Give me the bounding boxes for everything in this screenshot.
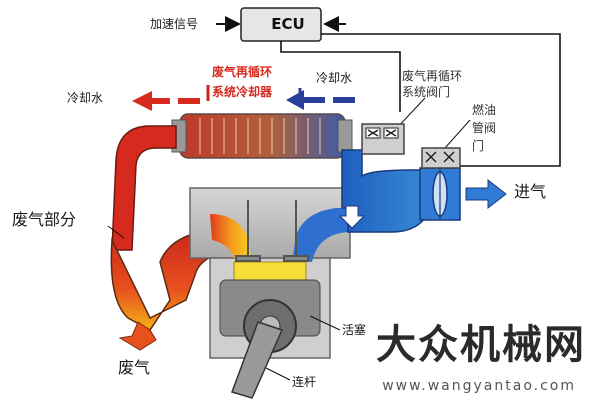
exhaust-port <box>210 214 252 262</box>
egr-hot-pipe <box>111 125 177 251</box>
throttle-wire <box>321 33 561 167</box>
exhaust-label: 废气 <box>118 358 151 377</box>
accel-signal-label: 加速信号 <box>150 17 199 31</box>
cooler-label-1: 废气再循环 <box>212 65 273 79</box>
throttle-label-2: 管阀 <box>472 121 497 135</box>
egr-flow-arrow <box>338 205 366 229</box>
piston-label: 活塞 <box>342 323 367 337</box>
intake-port <box>292 208 348 262</box>
valves <box>235 200 309 262</box>
throttle-label-3: 门 <box>472 139 485 153</box>
egr-valve-label-1: 废气再循环 <box>402 69 463 83</box>
egr-valve-wire <box>280 41 401 112</box>
coolant-left-label: 冷却水 <box>67 91 104 105</box>
watermark-text: 大众机械网 <box>376 322 586 368</box>
coolant-arrows <box>132 85 355 111</box>
egr-cooler <box>171 113 353 159</box>
coolant-right-label: 冷却水 <box>316 71 353 85</box>
intake-arrow <box>465 178 507 210</box>
engine-block <box>189 187 351 359</box>
watermark-url: www.wangyantao.com <box>382 378 576 394</box>
egr-valve-label-2: 系统阀门 <box>402 85 451 99</box>
ecu-wiring <box>216 7 561 167</box>
rod-label: 连杆 <box>292 375 317 389</box>
throttle-leader <box>444 119 471 149</box>
cooler-label-2: 系统冷却器 <box>212 85 273 99</box>
intake-label: 进气 <box>514 182 547 201</box>
ecu-label: ECU <box>271 15 305 33</box>
throttle-label-1: 燃油 <box>472 103 497 117</box>
connecting-rod <box>231 321 284 399</box>
exhaust-part-label: 废气部分 <box>12 210 77 229</box>
throttle-actuator <box>421 147 461 169</box>
exhaust-out-arrow <box>118 321 157 351</box>
egr-valve <box>361 123 405 155</box>
